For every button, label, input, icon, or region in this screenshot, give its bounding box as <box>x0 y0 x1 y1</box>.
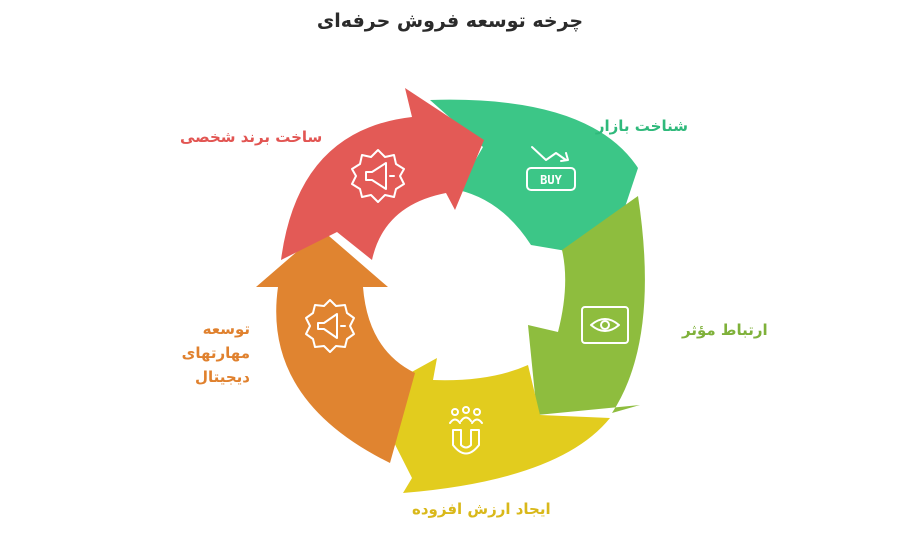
stage-value-label: ایجاد ارزش افزوده <box>412 500 551 518</box>
buy-tag-text: BUY <box>540 173 562 187</box>
gear-megaphone-icon <box>305 299 355 353</box>
buy-tag-icon: BUY <box>526 146 576 191</box>
stage-brand-arrow <box>281 88 484 260</box>
stage-market-label: شناخت بازار <box>595 117 688 135</box>
stage-communication-arrow <box>528 196 645 415</box>
stage-value-arrow <box>370 358 610 493</box>
magnet-people-icon <box>449 406 483 455</box>
stage-brand-label: ساخت برند شخصی <box>180 128 323 146</box>
stage-digital-label: توسعه مهارتهای دیجیتال <box>181 320 250 386</box>
stage-communication-label: ارتباط مؤثر <box>682 321 768 339</box>
eye-icon <box>581 306 629 344</box>
diagram-title: چرخه توسعه فروش حرفه‌ای <box>316 10 584 32</box>
badge-megaphone-icon <box>351 149 405 203</box>
